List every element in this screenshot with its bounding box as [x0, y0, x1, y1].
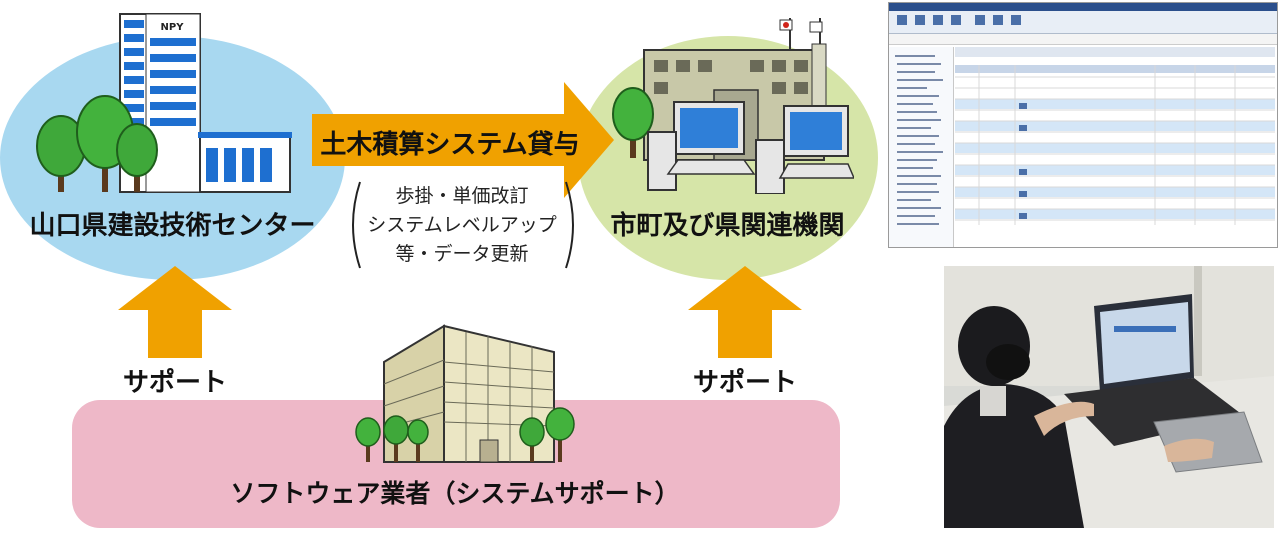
updates-parenthesis-left: [352, 181, 361, 269]
city-hall-icon: [612, 18, 854, 194]
support-arrow-left: [118, 266, 232, 358]
updates-text: 歩掛・単価改訂 システムレベルアップ 等・データ更新: [352, 182, 572, 269]
vendor-label: ソフトウェア業者（システムサポート）: [230, 479, 680, 508]
right-org-label: 市町及び県関連機関: [610, 211, 845, 241]
support-arrow-right: [688, 266, 802, 358]
support-right-label: サポート: [692, 368, 797, 398]
lending-arrow: [312, 82, 614, 198]
building-sign: NPY: [161, 22, 185, 33]
software-screenshot-image: [888, 2, 1278, 248]
person-using-laptop-photo: [944, 266, 1274, 528]
updates-parenthesis-right: [565, 181, 574, 269]
left-org-label: 山口県建設技術センター: [29, 211, 316, 241]
screenshot-toolbar: [889, 11, 1277, 34]
support-left-label: サポート: [122, 368, 227, 398]
screenshot-titlebar: [889, 3, 1277, 11]
updates-line-3: 等・データ更新: [395, 243, 529, 265]
updates-line-1: 歩掛・単価改訂: [395, 185, 529, 207]
office-building-icon: NPY: [36, 13, 292, 193]
updates-line-2: システムレベルアップ: [367, 214, 557, 236]
lending-arrow-label: 土木積算システム貸与: [320, 130, 580, 160]
vendor-building-icon: [355, 324, 575, 463]
